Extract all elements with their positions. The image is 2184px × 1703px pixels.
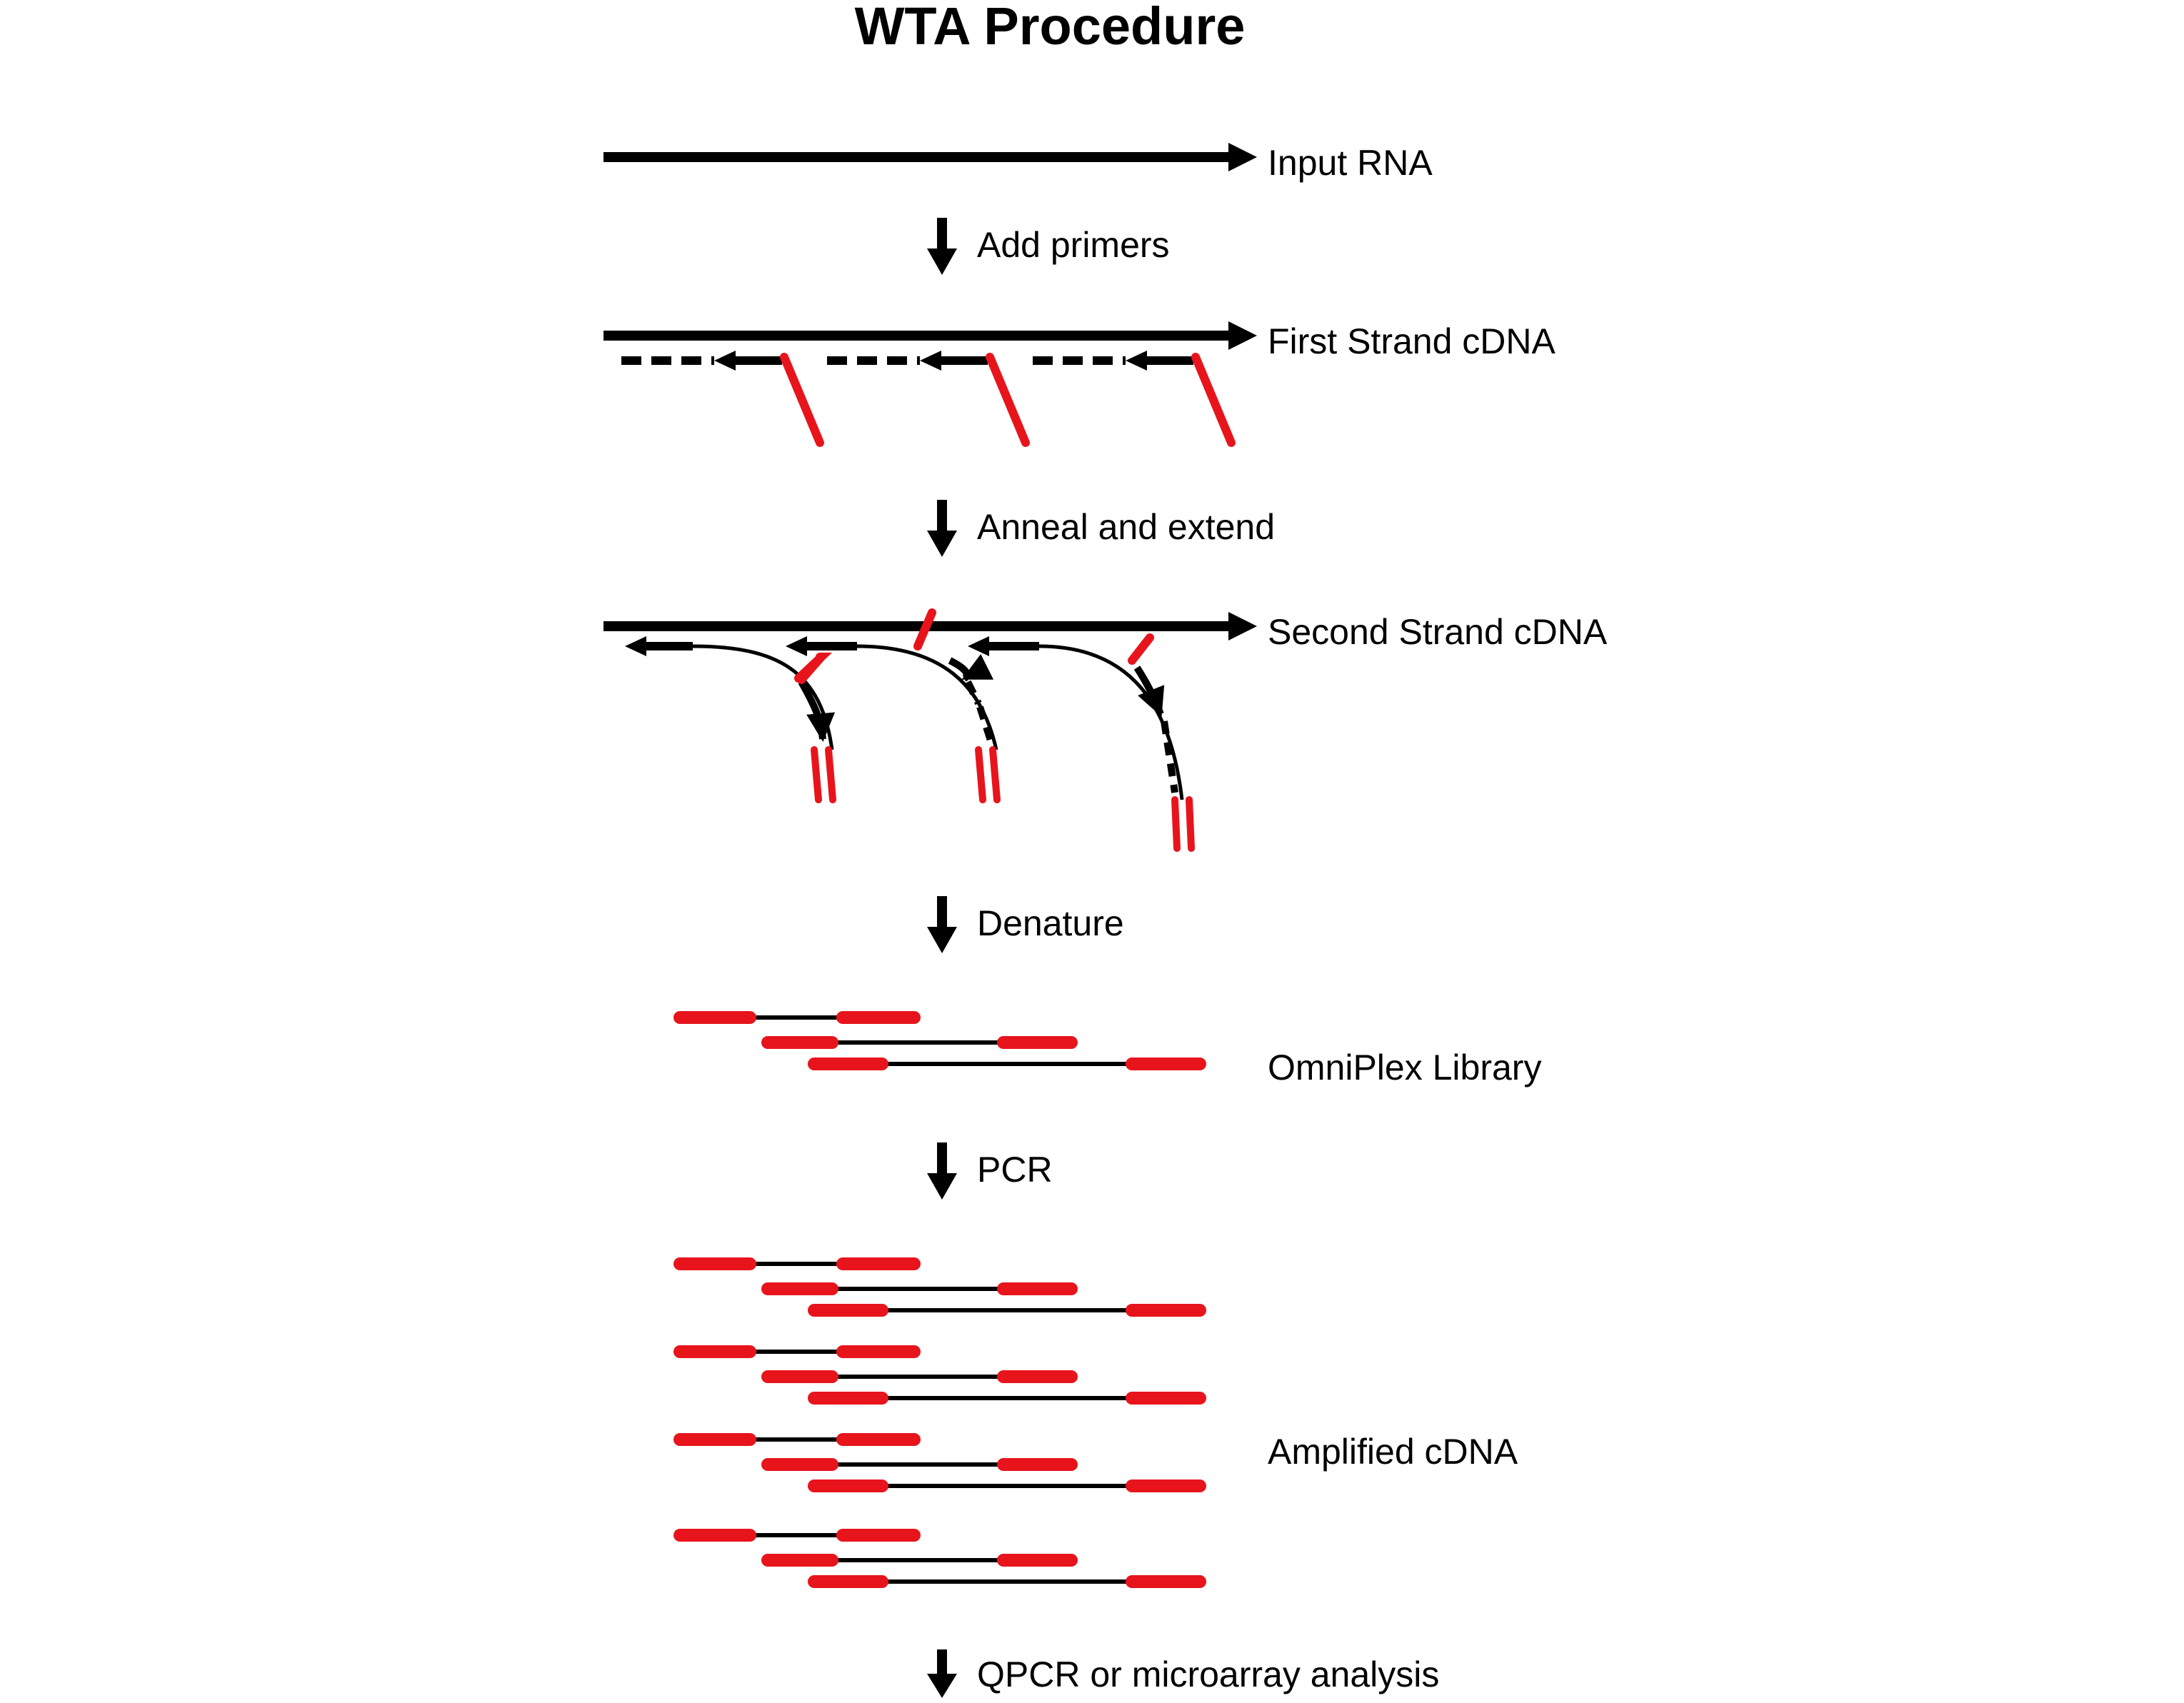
step-label-analysis: QPCR or microarray analysis: [977, 1654, 1439, 1694]
label-first-strand: First Strand cDNA: [1268, 321, 1556, 361]
diagram-title: WTA Procedure: [855, 0, 1246, 56]
step-label-anneal: Anneal and extend: [977, 507, 1275, 547]
step-label-add-primers: Add primers: [977, 225, 1170, 265]
step-arrow-icon: [927, 896, 957, 953]
first-strand-primer-2: [827, 351, 1030, 447]
label-amplified: Amplified cDNA: [1268, 1432, 1518, 1472]
step-arrow-icon: [927, 1649, 957, 1698]
amplified-fragments-4: [673, 1529, 1206, 1588]
amplified-fragments-1: [673, 1257, 1206, 1317]
step-arrow-icon: [927, 500, 957, 557]
step-arrow-icon: [927, 1142, 957, 1200]
library-fragments: [673, 1011, 1206, 1070]
step-label-pcr: PCR: [977, 1150, 1053, 1190]
input-rna-strand: [603, 143, 1257, 171]
first-strand-primer-3: [1033, 351, 1236, 447]
label-library: OmniPlex Library: [1268, 1048, 1541, 1087]
label-second-strand: Second Strand cDNA: [1268, 612, 1608, 652]
amplified-fragments-3: [673, 1433, 1206, 1492]
second-strand-duplex-2: [786, 608, 1001, 803]
first-strand-primer-1: [621, 351, 824, 447]
amplified-fragments-2: [673, 1345, 1206, 1405]
second-strand-duplex-1: [625, 636, 836, 803]
second-strand-duplex-3: [968, 633, 1195, 852]
step-arrow-icon: [927, 218, 957, 275]
second-strand-rna: [603, 612, 1257, 640]
first-strand-rna: [603, 321, 1257, 350]
label-input-rna: Input RNA: [1268, 143, 1433, 183]
step-label-denature: Denature: [977, 903, 1124, 943]
